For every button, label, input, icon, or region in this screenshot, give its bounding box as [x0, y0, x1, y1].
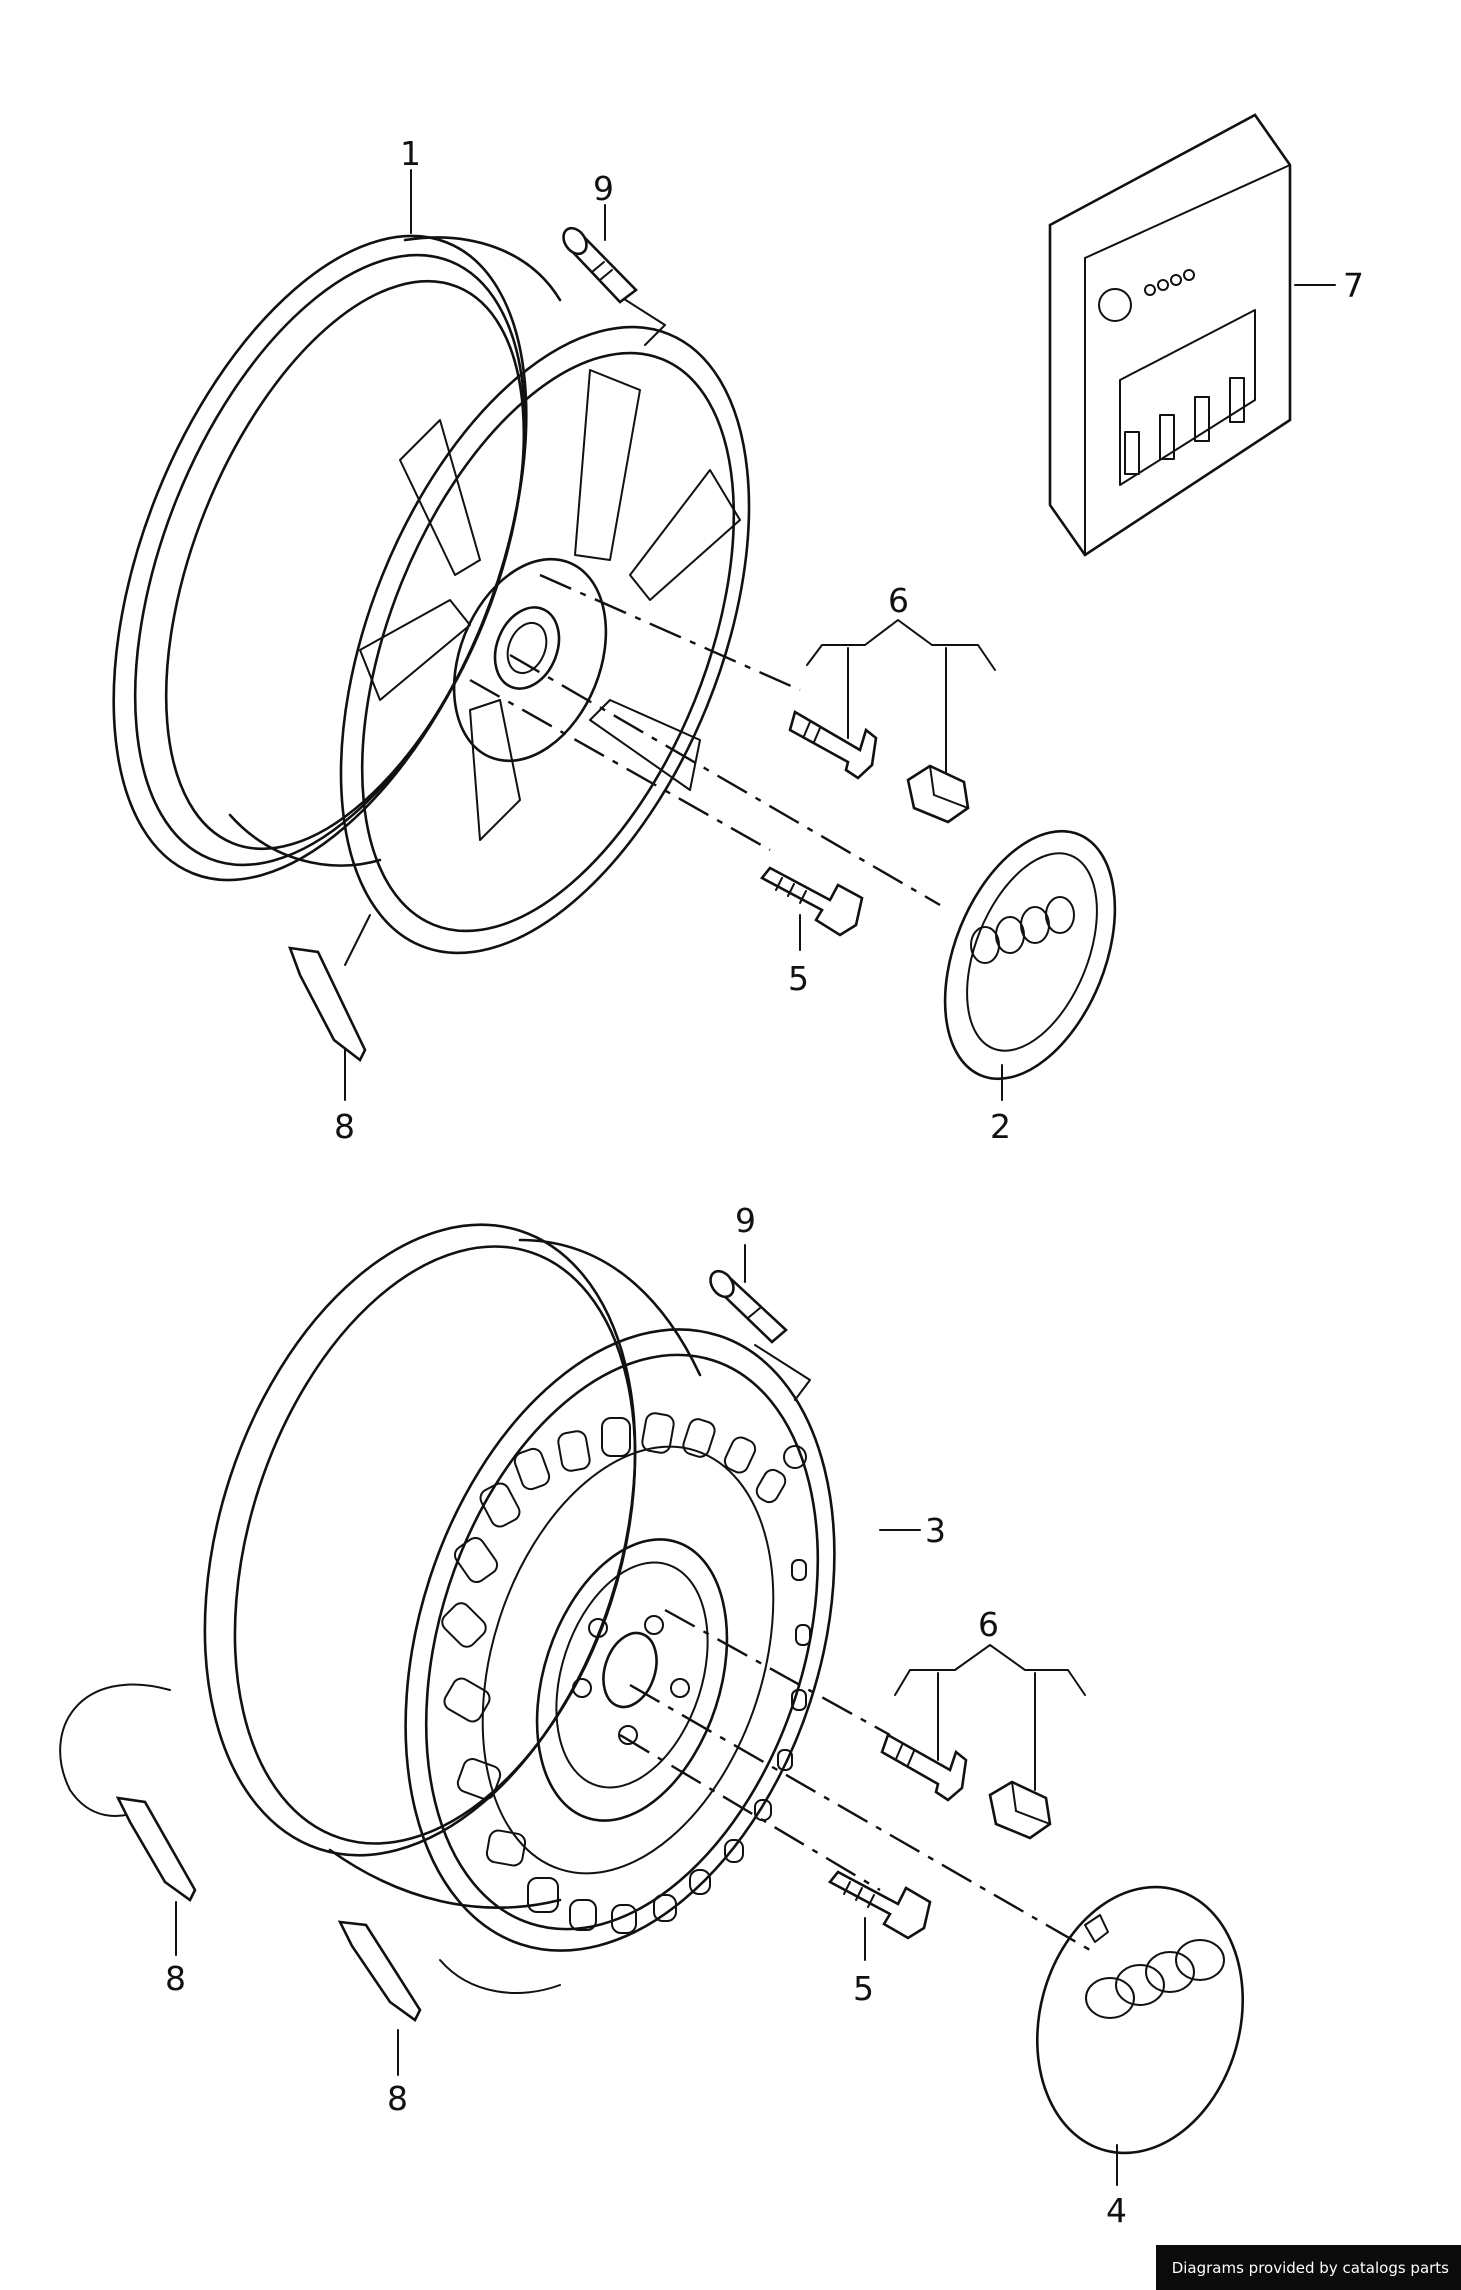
- callout-top-rim: 1: [400, 134, 421, 173]
- balance-weight-top-illustration: [288, 946, 367, 1062]
- leader-weight-top: [344, 914, 371, 966]
- callout-bottom-weight-left: 8: [165, 1959, 186, 1998]
- callout-top-cap: 2: [990, 1107, 1011, 1146]
- bolt-set-6-bottom-bracket: [894, 1644, 1086, 1791]
- callout-top-bolt-set: 6: [888, 581, 909, 620]
- callout-top-valve: 9: [593, 169, 614, 208]
- valve-stem-illustration: [562, 226, 638, 304]
- locking-nut-illustration: [906, 764, 970, 824]
- wheel-bolt-illustration: [760, 866, 864, 937]
- axis-bolt-upper: [539, 573, 801, 692]
- callout-bottom-bolt: 5: [853, 1969, 874, 2008]
- axis-bolt-lower-bottom: [619, 1733, 881, 1892]
- callout-top-bolt: 5: [788, 959, 809, 998]
- balance-weight-left-illustration: [115, 1796, 197, 1902]
- credit-badge: Diagrams provided by catalogs parts: [1155, 2245, 1461, 2290]
- callout-bottom-weight-right: 8: [387, 2079, 408, 2118]
- axis-cap-bottom: [629, 1683, 1091, 1952]
- axis-bolt-upper-bottom: [664, 1608, 891, 1737]
- wheel-bolt-bottom-illustration: [828, 1870, 932, 1940]
- center-cap-illustration: [1035, 1885, 1245, 2155]
- callout-bottom-cap: 4: [1106, 2191, 1127, 2230]
- valve-stem-bottom-illustration: [709, 1269, 788, 1344]
- balance-weight-right-illustration: [337, 1920, 422, 2022]
- locking-bolt-bottom-illustration: [880, 1733, 968, 1802]
- callout-bottom-bolt-set: 6: [978, 1605, 999, 1644]
- axis-cap: [509, 653, 941, 907]
- leader-weight-left: [59, 1683, 171, 1817]
- callout-bottom-rim: 3: [925, 1511, 946, 1550]
- callout-top-weight: 8: [334, 1107, 355, 1146]
- steel-rim-illustration: [203, 1223, 836, 1952]
- locking-bolt-illustration: [788, 710, 878, 780]
- callout-bottom-valve: 9: [735, 1201, 756, 1240]
- axis-bolt-lower: [469, 678, 771, 852]
- callout-top-tool-kit: 7: [1343, 266, 1364, 305]
- bolt-set-6-bracket: [806, 619, 996, 776]
- alloy-rim-illustration: [112, 234, 751, 955]
- leader-9: [609, 289, 666, 346]
- alloy-wheel-assembly: [112, 113, 1336, 1101]
- leader-9-bottom: [754, 1344, 811, 1401]
- leader-weight-right: [439, 1959, 561, 1994]
- hub-cap-illustration: [943, 829, 1117, 1081]
- steel-wheel-assembly: [59, 1223, 1245, 2186]
- tool-kit-illustration: [1048, 113, 1292, 557]
- locking-nut-bottom-illustration: [988, 1780, 1052, 1840]
